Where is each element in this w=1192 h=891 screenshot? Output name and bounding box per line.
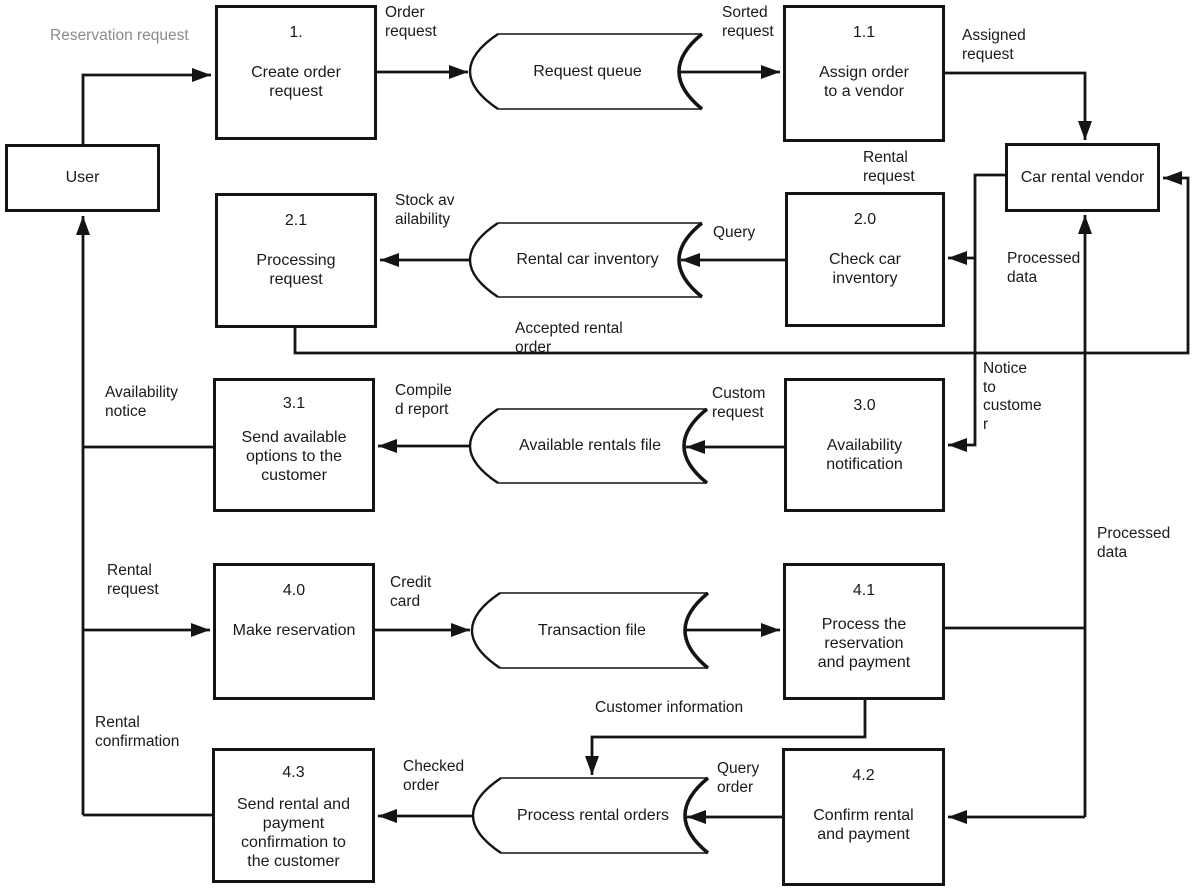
process-name: Confirm rental and payment (813, 807, 914, 843)
flow-label-order-request: Order request (385, 4, 437, 40)
entity-car-rental-vendor: Car rental vendor (1005, 143, 1160, 212)
process-id: 1.1 (852, 24, 876, 41)
process-4-0-make-reservation: 4.0 Make reservation (213, 563, 375, 700)
process-name: Send available options to the customer (241, 429, 347, 484)
store-request-queue-label: Request queue (533, 62, 642, 80)
flow-label-rental-confirmation: Rental confirmation (95, 714, 180, 750)
process-name: Availability notification (826, 437, 903, 473)
process-id: 2.0 (853, 211, 877, 228)
entity-car-rental-vendor-label: Car rental vendor (1020, 168, 1145, 186)
process-id: 3.0 (853, 397, 876, 414)
process-4-2-confirm-rental-payment: 4.2 Confirm rental and payment (782, 748, 945, 886)
flow-reservation-request-line (81, 68, 211, 144)
process-4-3-send-confirmation: 4.3 Send rental and payment confirmation… (212, 748, 375, 883)
flow-label-assigned-request: Assigned request (962, 27, 1026, 63)
store-process-rental-orders-shape (472, 776, 710, 855)
store-rental-car-inventory-label: Rental car inventory (516, 251, 659, 268)
store-rental-car-inventory-shape (469, 221, 704, 299)
process-id: 4.0 (282, 582, 306, 599)
flow-label-credit-card: Credit card (390, 574, 432, 610)
flow-accepted-rental-order-line (293, 171, 1190, 355)
process-id: 3.1 (282, 395, 306, 412)
process-3-1-send-available-options: 3.1 Send available options to the custom… (213, 378, 375, 512)
flow-label-availability-notice: Availability notice (105, 384, 178, 420)
flow-label-query-order: Query order (717, 760, 760, 796)
process-3-0-availability-notification: 3.0 Availability notification (784, 378, 945, 512)
process-1-1-assign-order-to-vendor: 1.1 Assign order to a vendor (783, 5, 945, 142)
process-2-1-processing-request: 2.1 Processing request (215, 193, 377, 328)
process-id: 4.3 (282, 764, 305, 781)
flow-label-reservation-request: Reservation request (50, 27, 189, 44)
flow-label-notice-to-customer: Notice to custome r (983, 360, 1042, 433)
process-name: Create order request (251, 64, 341, 100)
process-name: Check car inventory (828, 251, 902, 287)
flow-notice-to-customer-line (948, 258, 977, 452)
flow-label-sorted-request: Sorted request (722, 4, 774, 40)
process-name: Send rental and payment confirmation to … (237, 796, 350, 870)
store-available-rentals-file-label: Available rentals file (518, 437, 661, 454)
process-id: 4.1 (852, 582, 876, 599)
process-name: Process the reservation and payment (817, 616, 911, 671)
process-name: Make reservation (232, 622, 356, 639)
store-transaction-file-label: Transaction file (538, 621, 646, 639)
store-available-rentals-file-shape (469, 407, 709, 485)
store-transaction-file-shape (471, 591, 710, 670)
process-name: Assign order to a vendor (819, 64, 909, 100)
process-id: 4.2 (852, 767, 875, 784)
flow-label-query: Query (713, 224, 756, 241)
process-4-1-process-reservation-payment: 4.1 Process the reservation and payment (783, 563, 945, 700)
entity-user: User (5, 144, 160, 212)
process-name: Processing request (256, 252, 336, 288)
flow-label-compiled-report: Compile d report (395, 382, 452, 418)
flow-label-processed-data-right: Processed data (1097, 525, 1171, 561)
flow-assigned-request-line (945, 71, 1092, 140)
store-request-queue-shape (469, 32, 704, 111)
flow-label-processed-data-top: Processed data (1007, 250, 1081, 286)
flow-label-checked-order: Checked order (403, 758, 465, 794)
process-id: 2.1 (284, 212, 308, 229)
flow-customer-information-line (585, 700, 867, 775)
process-2-0-check-car-inventory: 2.0 Check car inventory (785, 192, 945, 327)
flow-label-stock-availability: Stock av ailability (395, 192, 455, 228)
flow-label-custom-request: Custom request (712, 385, 766, 421)
flow-label-customer-information: Customer information (595, 699, 744, 716)
store-process-rental-orders-label: Process rental orders (516, 806, 670, 824)
process-1-create-order-request: 1. Create order request (215, 5, 377, 140)
flow-label-rental-request-vendor: Rental request (863, 149, 915, 185)
flow-label-accepted-rental-order: Accepted rental order (515, 320, 623, 356)
entity-user-label: User (65, 169, 100, 186)
flow-label-rental-request-user: Rental request (107, 562, 159, 598)
flow-rental-request-vendor-line (948, 173, 1005, 265)
process-id: 1. (289, 24, 303, 41)
